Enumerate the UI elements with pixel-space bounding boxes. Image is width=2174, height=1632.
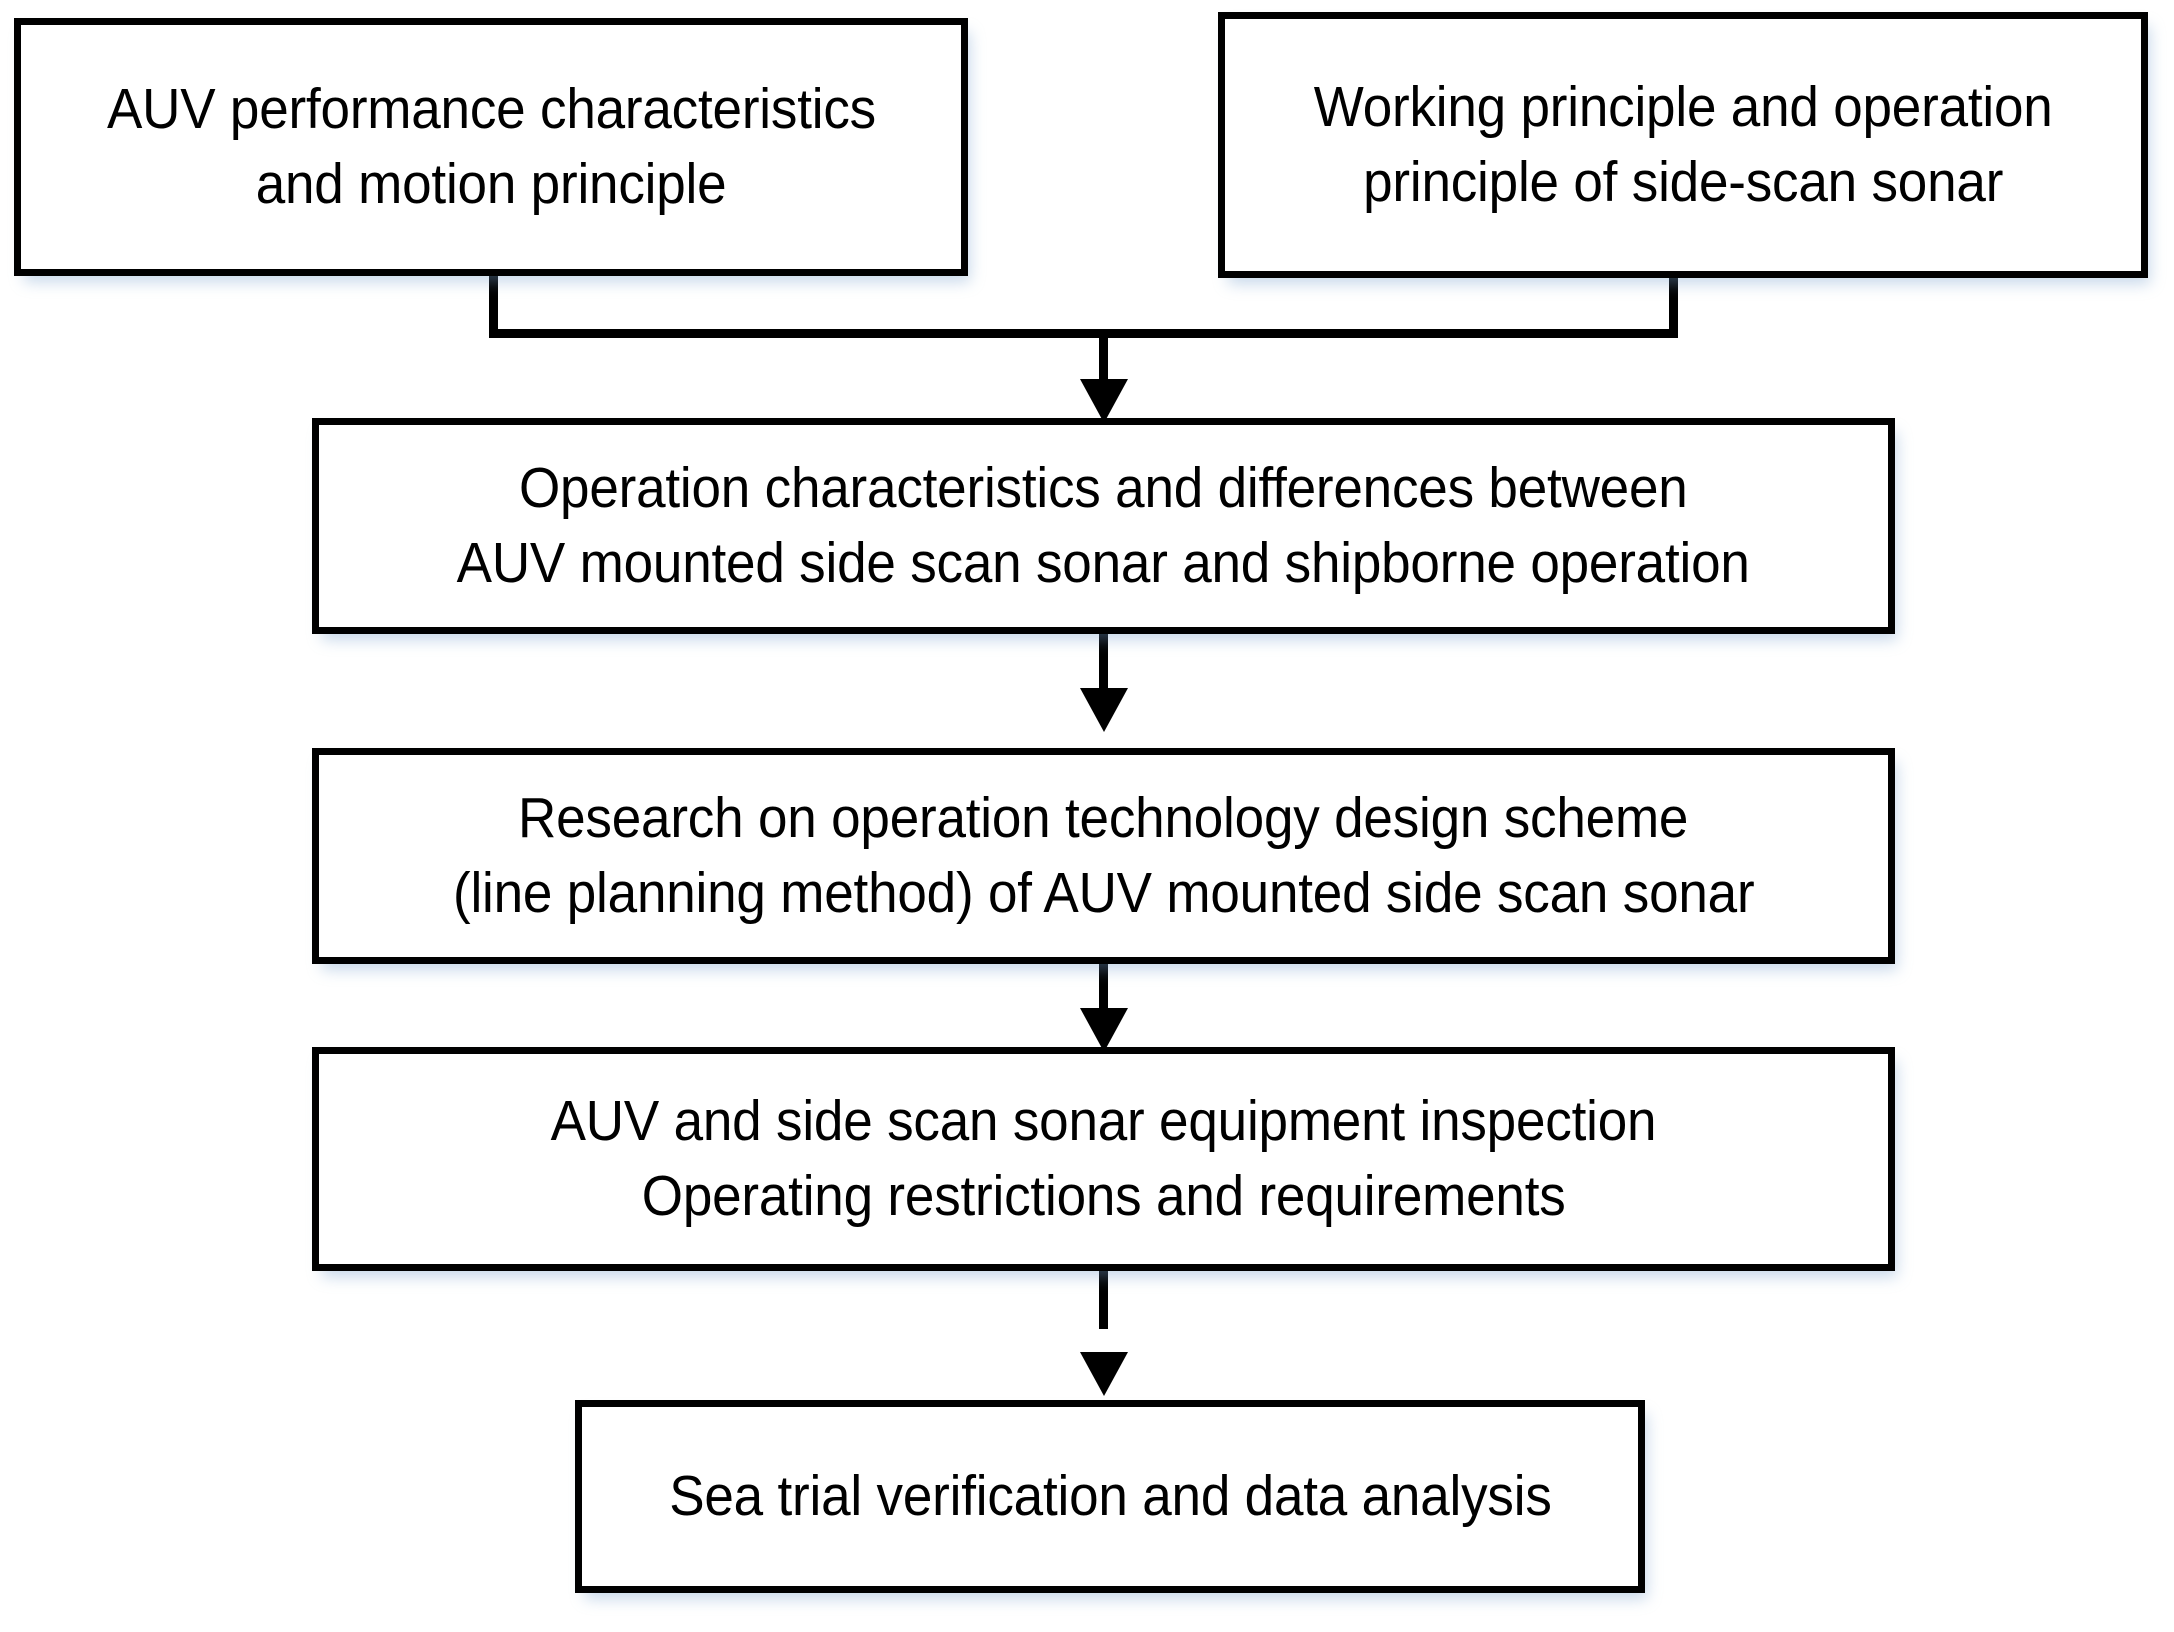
arrowhead-to-equipment-check [1080,1008,1128,1052]
connector-stem-to-equipment-check [1099,964,1108,1010]
connector-sonar-principle-drop [1669,277,1678,337]
connector-merge-bar [489,329,1678,338]
node-auv-performance[interactable]: AUV performance characteristics and moti… [14,18,968,276]
node-sonar-principle-line-1: Working principle and operation [1313,74,2053,139]
node-design-scheme-line-1: Research on operation technology design … [518,785,1689,850]
connector-auv-performance-drop [489,275,498,337]
node-equipment-check-line-2: Operating restrictions and requirements [641,1164,1566,1228]
connector-stem-to-operation-diff [1099,329,1108,385]
node-sea-trial-line-1: Sea trial verification and data analysis [668,1463,1552,1528]
node-sonar-principle[interactable]: Working principle and operation principl… [1218,12,2148,278]
node-sonar-principle-line-2: principle of side-scan sonar [1362,150,2004,214]
node-operation-diff[interactable]: Operation characteristics and difference… [312,418,1895,634]
node-design-scheme[interactable]: Research on operation technology design … [312,748,1895,964]
node-operation-diff-line-2: AUV mounted side scan sonar and shipborn… [456,531,1751,595]
node-sea-trial[interactable]: Sea trial verification and data analysis [575,1400,1645,1593]
arrowhead-to-operation-diff [1080,379,1128,423]
arrowhead-to-design-scheme [1080,688,1128,732]
connector-stem-to-design-scheme [1099,634,1108,690]
node-operation-diff-line-1: Operation characteristics and difference… [519,455,1688,520]
node-equipment-check-line-1: AUV and side scan sonar equipment inspec… [550,1088,1657,1153]
node-design-scheme-line-2: (line planning method) of AUV mounted si… [452,861,1755,925]
connector-stem-to-sea-trial [1099,1271,1108,1329]
arrowhead-to-sea-trial [1080,1352,1128,1396]
node-equipment-check[interactable]: AUV and side scan sonar equipment inspec… [312,1047,1895,1271]
node-auv-performance-line-2: and motion principle [255,152,727,216]
node-auv-performance-line-1: AUV performance characteristics [106,76,876,141]
